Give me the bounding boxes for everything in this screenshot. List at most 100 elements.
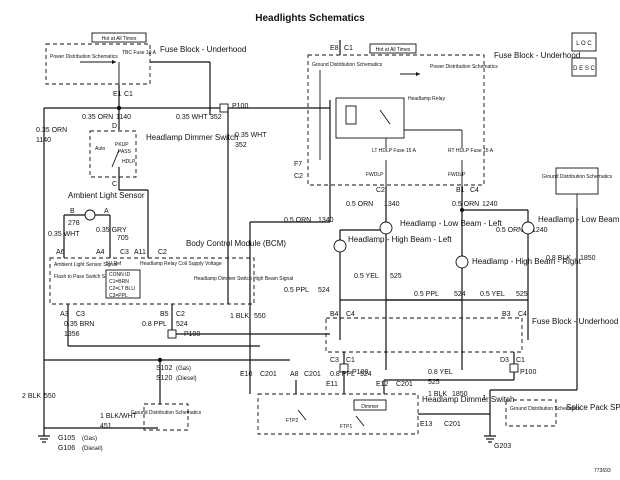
svg-text:Headlamp Dimmer Switch: Headlamp Dimmer Switch — [422, 395, 514, 404]
svg-text:E10: E10 — [240, 371, 253, 378]
location-legend-icon: L O C — [571, 32, 597, 52]
svg-text:D: D — [112, 123, 117, 130]
svg-text:0.35 WHT: 0.35 WHT — [48, 231, 80, 238]
relay-fuse-block: E8 C1 Hot at All Times Ground Distributi… — [307, 43, 580, 186]
svg-text:G105: G105 — [58, 435, 75, 442]
svg-text:Splice Pack SP203: Splice Pack SP203 — [566, 403, 620, 412]
svg-text:Ambient Light Sensor Signal: Ambient Light Sensor Signal — [54, 262, 117, 268]
lower-fuse-block: Fuse Block - Underhood B4 C4 B3 C4 C3 C1… — [325, 311, 618, 364]
svg-text:352: 352 — [235, 142, 247, 149]
svg-text:C3=PPL: C3=PPL — [109, 293, 128, 299]
svg-text:E8: E8 — [330, 45, 339, 52]
svg-text:LT HDLP Fuse 15 A: LT HDLP Fuse 15 A — [372, 148, 417, 154]
svg-text:Auto: Auto — [95, 146, 106, 152]
svg-text:Ambient Light Sensor: Ambient Light Sensor — [68, 191, 145, 200]
svg-text:A6: A6 — [56, 249, 65, 256]
svg-text:0.35 ORN: 0.35 ORN — [36, 127, 67, 134]
svg-text:C1: C1 — [516, 357, 525, 364]
svg-text:C2: C2 — [294, 173, 303, 180]
svg-text:C4: C4 — [470, 187, 479, 194]
svg-text:C1: C1 — [124, 91, 133, 98]
svg-text:1340: 1340 — [318, 217, 334, 224]
svg-text:L O C: L O C — [576, 41, 592, 47]
svg-text:524: 524 — [454, 291, 466, 298]
svg-text:0.5 ORN: 0.5 ORN — [452, 201, 479, 208]
svg-text:P100: P100 — [352, 369, 368, 376]
svg-text:C3: C3 — [330, 357, 339, 364]
svg-text:Ground Distribution Schematics: Ground Distribution Schematics — [131, 410, 202, 416]
svg-text:C201: C201 — [444, 421, 461, 428]
svg-text:0.35 GRY: 0.35 GRY — [96, 227, 127, 234]
svg-text:0.5 PPL: 0.5 PPL — [414, 291, 439, 298]
svg-text:C2: C2 — [158, 249, 167, 256]
svg-text:C2: C2 — [376, 187, 385, 194]
svg-text:0.8 YEL: 0.8 YEL — [428, 369, 453, 376]
svg-text:B5: B5 — [160, 311, 169, 318]
svg-text:B: B — [70, 208, 75, 215]
headlamp-dimmer-switch: D Headlamp Dimmer Switch Auto PKUP PASS … — [89, 123, 238, 190]
svg-text:C2: C2 — [176, 311, 185, 318]
svg-text:FWDLP: FWDLP — [366, 172, 384, 178]
svg-text:B3: B3 — [502, 311, 511, 318]
svg-text:524: 524 — [360, 371, 372, 378]
svg-text:F7: F7 — [294, 161, 302, 168]
left-high-beam-lamp: Headlamp - High Beam - Left — [333, 235, 452, 253]
svg-text:HDLP: HDLP — [122, 159, 136, 165]
svg-text:1 BLK: 1 BLK — [428, 391, 447, 398]
svg-text:S120: S120 — [156, 375, 172, 382]
headlamp-dimmer-switch-lower: Headlamp Dimmer Switch Dimmer FTP2 FTP1 — [257, 393, 514, 435]
svg-text:525: 525 — [428, 379, 440, 386]
svg-text:0.8 PPL: 0.8 PPL — [142, 321, 167, 328]
svg-text:FTP2: FTP2 — [286, 418, 298, 424]
svg-text:525: 525 — [390, 273, 402, 280]
description-legend-icon: D E S C — [571, 57, 597, 77]
svg-text:Headlamp Relay: Headlamp Relay — [408, 96, 445, 102]
svg-text:Hot at All Times: Hot at All Times — [376, 47, 411, 53]
svg-text:Dimmer: Dimmer — [361, 404, 379, 410]
svg-text:C: C — [112, 181, 117, 188]
svg-text:0.35 ORN: 0.35 ORN — [82, 114, 113, 121]
svg-text:C2=LT BLU: C2=LT BLU — [109, 286, 135, 292]
svg-text:(Diesel): (Diesel) — [82, 446, 103, 452]
svg-text:Fuse Block - Underhood: Fuse Block - Underhood — [532, 317, 618, 326]
svg-text:D3: D3 — [500, 357, 509, 364]
svg-text:2 BLK: 2 BLK — [22, 393, 41, 400]
svg-text:1850: 1850 — [580, 255, 596, 262]
svg-text:C1: C1 — [346, 357, 355, 364]
svg-text:A4: A4 — [96, 249, 105, 256]
svg-text:0.5 ORN: 0.5 ORN — [284, 217, 311, 224]
right-low-beam-lamp: Headlamp - Low Beam - Right — [521, 215, 620, 235]
svg-text:B4: B4 — [330, 311, 339, 318]
svg-text:1850: 1850 — [452, 391, 468, 398]
svg-text:P100: P100 — [520, 369, 536, 376]
left-fuse-block: Hot at All Times Power Distribution Sche… — [45, 32, 246, 98]
svg-text:Headlamp - High Beam - Right: Headlamp - High Beam - Right — [472, 257, 582, 266]
svg-text:Power Distribution Schematics: Power Distribution Schematics — [430, 64, 498, 70]
svg-text:5V Ref: 5V Ref — [106, 261, 122, 267]
svg-text:Headlamp Relay Coil Supply Vol: Headlamp Relay Coil Supply Voltage — [140, 261, 222, 267]
svg-text:Headlamp - High Beam - Left: Headlamp - High Beam - Left — [348, 235, 452, 244]
svg-text:FWDLP: FWDLP — [448, 172, 466, 178]
svg-text:C4: C4 — [346, 311, 355, 318]
ground-g105-g106: G105 (Gas) G106 (Diesel) — [38, 428, 103, 452]
right-high-beam-lamp: Headlamp - High Beam - Right — [455, 255, 582, 269]
svg-text:1240: 1240 — [532, 227, 548, 234]
svg-text:A: A — [104, 208, 109, 215]
svg-text:Ground Distribution Schematics: Ground Distribution Schematics — [542, 174, 613, 180]
svg-text:(Diesel): (Diesel) — [176, 376, 197, 382]
svg-text:G106: G106 — [58, 445, 75, 452]
svg-text:A11: A11 — [134, 249, 146, 256]
svg-text:Headlamp Dimmer Switch High Be: Headlamp Dimmer Switch High Beam Signal — [194, 276, 293, 282]
ground-distribution-box-right: Ground Distribution Schematics — [542, 167, 613, 208]
svg-text:S102: S102 — [156, 365, 172, 372]
svg-text:0.35 WHT: 0.35 WHT — [176, 114, 208, 121]
svg-text:A3: A3 — [60, 311, 69, 318]
svg-text:C3: C3 — [76, 311, 85, 318]
svg-text:Headlamp Dimmer Switch: Headlamp Dimmer Switch — [146, 133, 238, 142]
svg-text:G203: G203 — [494, 443, 511, 450]
svg-text:PKUP: PKUP — [115, 142, 129, 148]
svg-text:FTP1: FTP1 — [340, 424, 352, 430]
svg-text:278: 278 — [68, 220, 80, 227]
svg-text:451: 451 — [100, 423, 112, 430]
